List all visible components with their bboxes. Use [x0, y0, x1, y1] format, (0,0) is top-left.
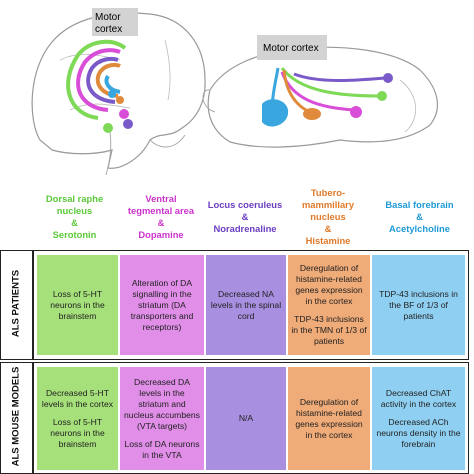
column-header-line: Dopamine: [138, 229, 184, 240]
mouse-tmn-nucleus: [303, 108, 321, 120]
mouse-lc-nucleus: [383, 73, 393, 83]
brain-illustrations: Motor cortex Motor cortex: [31, 8, 438, 176]
cell-text: Decreased NA levels in the spinal cord: [210, 288, 282, 321]
mouse-noradrenaline-projection: [293, 72, 386, 82]
human-tmn-nucleus: [116, 96, 124, 104]
cell-text: Loss of 5-HT neurons in the brainstem: [50, 416, 105, 449]
human-acetylcholine-projection: [104, 74, 121, 94]
mouse-vta-nucleus: [350, 106, 362, 118]
mouse-motor-label: Motor cortex: [263, 43, 319, 54]
cell-mouse-histamine: Deregulation of histamine-related genes …: [288, 367, 370, 470]
cell-text: Decreased 5-HT levels in the cortex: [41, 387, 114, 409]
mouse-raphe-nucleus: [377, 91, 387, 101]
human-dopamine-projection: [76, 48, 121, 112]
row-label-patients: ALS PATIENTS: [10, 269, 22, 338]
human-noradrenaline-projection: [86, 57, 119, 104]
column-header-line: &: [241, 211, 249, 222]
human-brain: Motor cortex: [31, 8, 206, 176]
column-header-line: Locus coeruleus: [207, 199, 283, 210]
cell-text: Alteration of DA signalling in the stria…: [130, 277, 194, 332]
mouse-cerebellum: [399, 79, 417, 133]
row-frame-patients: [33, 250, 469, 360]
cell-mouse-noradrenaline: N/A: [206, 367, 286, 470]
cell-text: Decreased ChAT activity in the cortex: [380, 387, 457, 409]
column-header-line: nucleus: [310, 211, 346, 222]
mouse-motor-cortex: [257, 35, 327, 60]
human-lc-nucleus: [123, 119, 133, 129]
column-header-line: Dorsal raphe: [45, 193, 104, 204]
human-motor-label-1: Motor: [95, 12, 121, 23]
cell-text: Deregulation of histamine-related genes …: [295, 396, 363, 440]
cell-text: Loss of DA neurons in the VTA: [124, 438, 200, 460]
cell-patients-noradrenaline: Decreased NA levels in the spinal cord: [206, 255, 286, 355]
column-header-line: Ventral: [145, 193, 177, 204]
column-header-line: Histamine: [305, 235, 351, 246]
cell-text: Loss of 5-HT neurons in the brainstem: [50, 288, 105, 321]
row-label-mouse: ALS MOUSE MODELS: [10, 366, 22, 467]
column-header-line: Noradrenaline: [213, 223, 277, 234]
human-vta-nucleus: [119, 109, 129, 119]
column-header-line: &: [416, 211, 423, 222]
column-header-line: Serotonin: [52, 229, 97, 240]
column-header-line: &: [324, 223, 332, 234]
mouse-brain: Motor cortex: [202, 35, 438, 148]
human-cerebellum: [149, 134, 186, 148]
human-raphe-nucleus: [103, 123, 113, 133]
human-serotonin-projection: [66, 39, 127, 120]
column-header-acetylcholine: Basal forebrain&Acetylcholine: [370, 182, 469, 252]
human-brainstem: [105, 131, 112, 176]
cell-text: Deregulation of histamine-related genes …: [295, 263, 363, 306]
cell-text: TDP-43 inclusions in the TMN of 1/3 of p…: [291, 314, 367, 346]
column-header-line: tegmental area: [127, 205, 195, 216]
cell-patients-acetylcholine: TDP-43 inclusions in the BF of 1/3 of pa…: [372, 255, 465, 355]
column-header-line: &: [71, 217, 78, 228]
human-motor-cortex: [92, 8, 138, 36]
cell-mouse-dopamine: Decreased DA levels in the striatum and …: [120, 367, 204, 470]
cell-text: N/A: [238, 413, 254, 423]
column-header-line: nucleus: [56, 205, 93, 216]
mouse-olfactory-bulb: [202, 89, 216, 113]
human-motor-label-2: cortex: [95, 24, 122, 35]
human-histamine-projection: [95, 62, 121, 98]
column-header-line: mammillary: [301, 199, 355, 210]
cell-patients-serotonin: Loss of 5-HT neurons in the brainstem: [37, 255, 118, 355]
column-header-noradrenaline: Locus coeruleus&Noradrenaline: [204, 182, 286, 252]
column-header-line: Tubero-: [310, 187, 346, 198]
human-brain-outline: [31, 12, 206, 169]
cell-text: TDP-43 inclusions in the BF of 1/3 of pa…: [379, 288, 458, 321]
cell-patients-histamine: Deregulation of histamine-related genes …: [288, 255, 370, 355]
row-label-box-patients: [0, 250, 33, 360]
mouse-basal-forebrain: [262, 99, 289, 127]
column-header-line: Basal forebrain: [385, 199, 454, 210]
column-header-line: Acetylcholine: [389, 223, 450, 234]
human-bf-nucleus: [108, 90, 116, 98]
mouse-brain-outline: [207, 46, 438, 148]
mouse-serotonin-projection: [280, 67, 381, 98]
cell-text: Decreased ACh neurons density in the for…: [376, 416, 461, 449]
cell-patients-dopamine: Alteration of DA signalling in the stria…: [120, 255, 204, 355]
cell-text: Decreased DA levels in the striatum and …: [124, 376, 200, 431]
column-header-line: &: [157, 217, 165, 228]
